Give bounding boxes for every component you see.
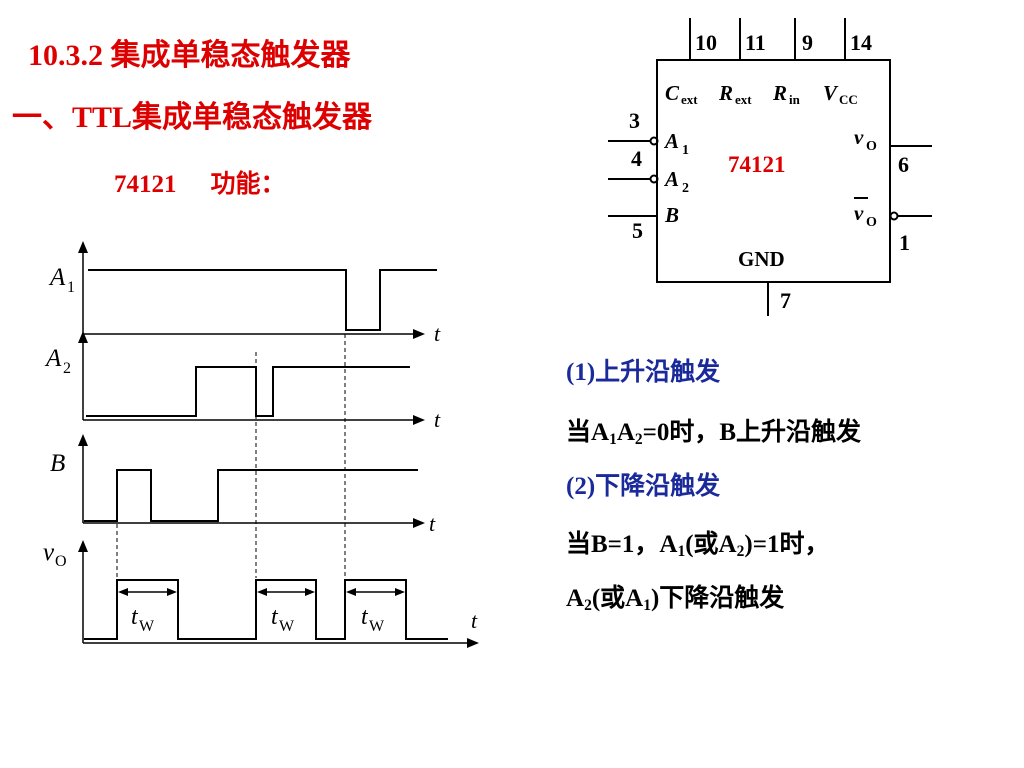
timing-diagram: A 1 A 2 B v O t t t t t W t W t W [43, 241, 479, 648]
label-vcc-sub: CC [839, 92, 858, 107]
label-cext: C [665, 81, 680, 105]
pin-number-11: 11 [745, 30, 766, 55]
falling-cond-sub1: 1 [677, 542, 686, 560]
function-text: 功能： [210, 171, 286, 198]
rising-edge-condition: 当A1A2=0时，B上升沿触发 [566, 412, 861, 449]
arrow-b-right [413, 518, 425, 528]
rising-cond-sub1: 1 [609, 430, 617, 448]
label-vo: v [854, 125, 864, 149]
signal-label-a1-sub: 1 [67, 279, 75, 296]
chip-part-number: 74121 [728, 152, 786, 177]
falling-cond2-mid: (或A [591, 585, 644, 612]
label-vcc: V [823, 81, 839, 105]
label-rin-sub: in [789, 92, 801, 107]
signal-label-a2: A [44, 345, 62, 372]
subsection-heading: 一、TTL集成单稳态触发器 [12, 101, 373, 134]
rising-cond-pre: 当A [566, 419, 610, 446]
falling-edge-condition: 当B=1，A1(或A2)=1时， [566, 524, 829, 561]
signal-label-a1: A [48, 264, 66, 291]
signal-label-b: B [50, 450, 65, 477]
trace-vo [84, 579, 448, 640]
pin-1-inversion-bubble [889, 211, 899, 221]
tw-arrow-1-left-head [118, 588, 128, 596]
pin-number-7: 7 [780, 288, 791, 313]
falling-cond-sub2: 2 [736, 542, 745, 560]
pin-number-10: 10 [695, 30, 717, 55]
trace-b [84, 469, 418, 522]
tw-label-2: t [271, 604, 279, 630]
pin-number-6: 6 [898, 152, 909, 177]
arrow-a2-right [413, 415, 425, 425]
label-cext-sub: ext [681, 92, 698, 107]
arrow-a1-right [413, 329, 425, 339]
pin-number-3: 3 [629, 108, 640, 133]
label-vo-bar: v [854, 201, 864, 225]
signal-label-vo: v [43, 539, 55, 566]
function-part-number: 74121 [114, 171, 177, 198]
tw-label-3-sub: W [369, 618, 385, 635]
tw-arrow-3-left-head [346, 588, 356, 596]
label-rin: R [772, 81, 787, 105]
pin-number-5: 5 [632, 218, 643, 243]
falling-cond-mid: (或A [685, 531, 737, 558]
time-label-b: t [429, 511, 436, 536]
tw-label-2-sub: W [279, 618, 295, 635]
time-label-a2: t [434, 407, 441, 432]
falling-cond-post: )=1时， [744, 531, 830, 558]
tw-arrow-2-left-head [257, 588, 267, 596]
tw-arrow-3-right-head [395, 588, 405, 596]
pin-3-inversion-bubble [649, 136, 659, 146]
rising-edge-title: (1)上升沿触发 [566, 359, 721, 386]
trace-a2 [86, 366, 410, 417]
rising-cond-post: =0时，B上升沿触发 [642, 419, 862, 446]
arrow-a2-up [78, 331, 88, 343]
trace-a1 [88, 269, 437, 331]
tw-label-1: t [131, 604, 139, 630]
label-a2-sub: 2 [682, 181, 689, 196]
tw-label-1-sub: W [139, 618, 155, 635]
falling-cond2-pre: A [566, 585, 585, 612]
falling-cond-pre: 当B=1，A [566, 531, 678, 558]
label-a1-sub: 1 [682, 143, 689, 158]
pin-number-14: 14 [850, 30, 872, 55]
pin-4-inversion-bubble [649, 174, 659, 184]
label-a1: A [663, 129, 679, 153]
chip-body [656, 59, 891, 283]
falling-cond2-post: )下降沿触发 [650, 585, 785, 612]
label-vo-bar-sub: O [866, 215, 877, 230]
arrow-b-up [78, 434, 88, 446]
rising-cond-sub2: 2 [634, 430, 643, 448]
signal-label-a2-sub: 2 [63, 360, 71, 377]
function-label: 74121 功能： [114, 164, 286, 200]
label-b: B [664, 203, 679, 227]
rising-cond-mid: A [616, 419, 635, 446]
pin-number-4: 4 [631, 146, 642, 171]
signal-label-vo-sub: O [55, 553, 67, 570]
pin-label-gnd: GND [738, 247, 785, 271]
chip-74121 [608, 18, 932, 316]
label-rext: R [718, 81, 733, 105]
tw-arrow-1-right-head [167, 588, 177, 596]
arrow-a1-up [78, 241, 88, 253]
arrow-vo-up [78, 540, 88, 552]
arrow-vo-right [467, 638, 479, 648]
time-label-vo: t [471, 608, 478, 633]
section-heading: 10.3.2 集成单稳态触发器 [28, 39, 351, 72]
pin-number-1: 1 [899, 230, 910, 255]
tw-label-3: t [361, 604, 369, 630]
falling-cond2-sub2: 1 [643, 596, 651, 614]
pin-number-9: 9 [802, 30, 813, 55]
falling-edge-title: (2)下降沿触发 [566, 473, 721, 500]
label-vo-sub: O [866, 139, 877, 154]
falling-cond2-sub1: 2 [584, 596, 592, 614]
time-label-a1: t [434, 321, 441, 346]
label-rext-sub: ext [735, 92, 752, 107]
tw-arrow-2-right-head [305, 588, 315, 596]
falling-edge-condition-2: A2(或A1)下降沿触发 [566, 578, 784, 615]
label-a2: A [663, 167, 679, 191]
